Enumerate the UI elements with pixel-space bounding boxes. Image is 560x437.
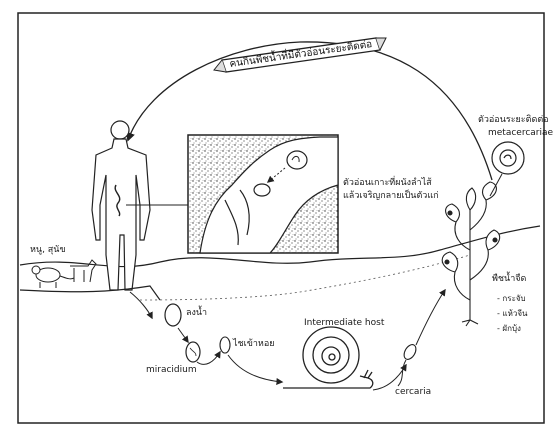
water-plant-item-1: - กระจับ [497, 293, 526, 304]
metacercariae-thai-label: ตัวอ่อนระยะติดต่อ [478, 115, 549, 126]
miracidium-free [220, 337, 230, 353]
metacercariae-label: metacercariae [488, 128, 553, 139]
water-plant [442, 182, 499, 326]
egg-in-water-label: ลงน้ำ [186, 308, 207, 319]
cercaria-to-plant-arrow [416, 290, 445, 345]
intermediate-host-label: Intermediate host [304, 318, 384, 329]
miracidium-label: miracidium [146, 365, 197, 376]
reservoir-hosts-label: หนู, สุนัข [30, 245, 66, 256]
into-snail-label: ไชเข้าหอย [233, 339, 275, 350]
water-plant-item-3: - ผักบุ้ง [497, 323, 521, 334]
metacercaria-cyst [492, 142, 524, 174]
egg-stage [165, 304, 181, 326]
into-snail-arrow [228, 355, 282, 382]
cercaria-label: cercaria [395, 387, 431, 398]
water-bottom-line [140, 255, 470, 300]
water-plants-title: พืชน้ำจืด [492, 274, 526, 285]
egg-path-to-water [130, 292, 152, 318]
cercaria-stage [398, 343, 418, 386]
inset-caption-line-1: ตัวอ่อนเกาะที่ผนังลำไส้ [343, 178, 432, 189]
water-plant-item-2: - แห้วจีน [497, 308, 528, 319]
intestine-inset [188, 135, 338, 253]
snail-intermediate-host [283, 327, 373, 388]
egg-to-miracidium-arrow [178, 328, 188, 342]
inset-caption-line-2: แล้วเจริญกลายเป็นตัวแก่ [343, 191, 439, 202]
miracidium-stage [186, 342, 200, 362]
shore-ground [20, 286, 160, 300]
